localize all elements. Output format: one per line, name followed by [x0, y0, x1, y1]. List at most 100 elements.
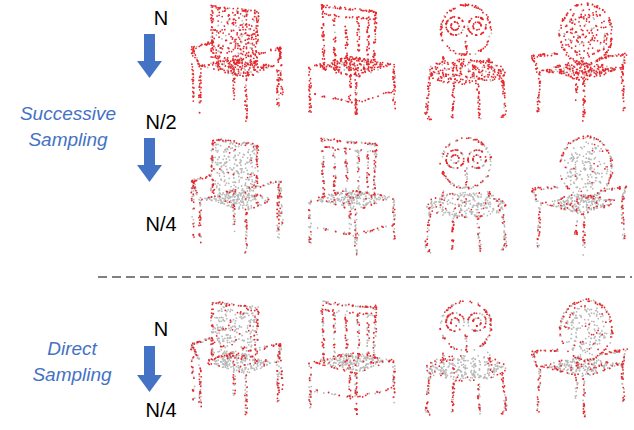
- point: [254, 12, 256, 14]
- point: [353, 64, 355, 66]
- point: [322, 11, 324, 13]
- point: [344, 62, 346, 64]
- point: [471, 33, 473, 35]
- point: [482, 48, 484, 50]
- point: [392, 100, 394, 102]
- point: [234, 55, 236, 57]
- point: [218, 14, 220, 16]
- point: [360, 69, 362, 71]
- point: [242, 75, 244, 77]
- point: [349, 59, 351, 61]
- point: [502, 91, 504, 93]
- point: [231, 51, 233, 53]
- point: [211, 26, 213, 28]
- point: [250, 71, 252, 73]
- point: [490, 29, 492, 31]
- point: [245, 120, 247, 122]
- point: [280, 86, 282, 88]
- point: [265, 67, 267, 69]
- point: [232, 56, 234, 58]
- point: [225, 35, 227, 37]
- point: [462, 29, 464, 31]
- point: [233, 92, 235, 94]
- point: [427, 118, 429, 120]
- point: [338, 71, 340, 73]
- point: [475, 80, 477, 82]
- point: [480, 62, 482, 64]
- point: [504, 92, 506, 94]
- point: [359, 31, 361, 33]
- point: [446, 69, 448, 71]
- point: [356, 110, 358, 112]
- point: [214, 56, 216, 58]
- point: [468, 21, 470, 23]
- point: [243, 51, 245, 53]
- point: [246, 79, 248, 81]
- point: [357, 40, 359, 42]
- point: [441, 80, 443, 82]
- point: [250, 10, 252, 12]
- point: [452, 68, 454, 70]
- point: [471, 18, 473, 20]
- point: [247, 10, 249, 12]
- point: [485, 26, 487, 28]
- point: [347, 43, 349, 45]
- point: [428, 116, 430, 118]
- point: [456, 65, 458, 67]
- point: [467, 26, 469, 28]
- point: [469, 20, 471, 22]
- point: [216, 15, 218, 17]
- point: [345, 17, 347, 19]
- point: [387, 92, 389, 94]
- point: [442, 72, 444, 74]
- point: [236, 34, 238, 36]
- point: [394, 86, 396, 88]
- point: [453, 29, 455, 31]
- point: [336, 63, 338, 65]
- point: [230, 36, 232, 38]
- point: [204, 66, 206, 68]
- point: [349, 56, 351, 58]
- point: [357, 64, 359, 66]
- point: [314, 65, 316, 67]
- point: [393, 89, 395, 91]
- point: [237, 55, 239, 57]
- point: [491, 32, 493, 34]
- point: [251, 25, 253, 27]
- point: [278, 80, 280, 82]
- point: [212, 29, 214, 31]
- point: [228, 63, 230, 65]
- point: [471, 60, 473, 62]
- point: [192, 83, 194, 85]
- point: [491, 76, 493, 78]
- point: [227, 7, 229, 9]
- point: [324, 62, 326, 64]
- point: [502, 69, 504, 71]
- point: [461, 53, 463, 55]
- point: [221, 48, 223, 50]
- point: [451, 67, 453, 69]
- point: [267, 67, 269, 69]
- point: [248, 55, 250, 57]
- point: [376, 63, 378, 65]
- point: [255, 31, 257, 33]
- point: [354, 89, 356, 91]
- point: [474, 67, 476, 69]
- point: [224, 25, 226, 27]
- point: [248, 24, 250, 26]
- point: [334, 31, 336, 33]
- point: [346, 57, 348, 59]
- point: [463, 59, 465, 61]
- point: [501, 116, 503, 118]
- point: [238, 70, 240, 72]
- point: [244, 39, 246, 41]
- point: [200, 75, 202, 77]
- point: [491, 68, 493, 70]
- point: [242, 10, 244, 12]
- point: [255, 46, 257, 48]
- point: [256, 11, 258, 13]
- point: [352, 16, 354, 18]
- point: [254, 63, 256, 65]
- point: [192, 55, 194, 57]
- point: [445, 22, 447, 24]
